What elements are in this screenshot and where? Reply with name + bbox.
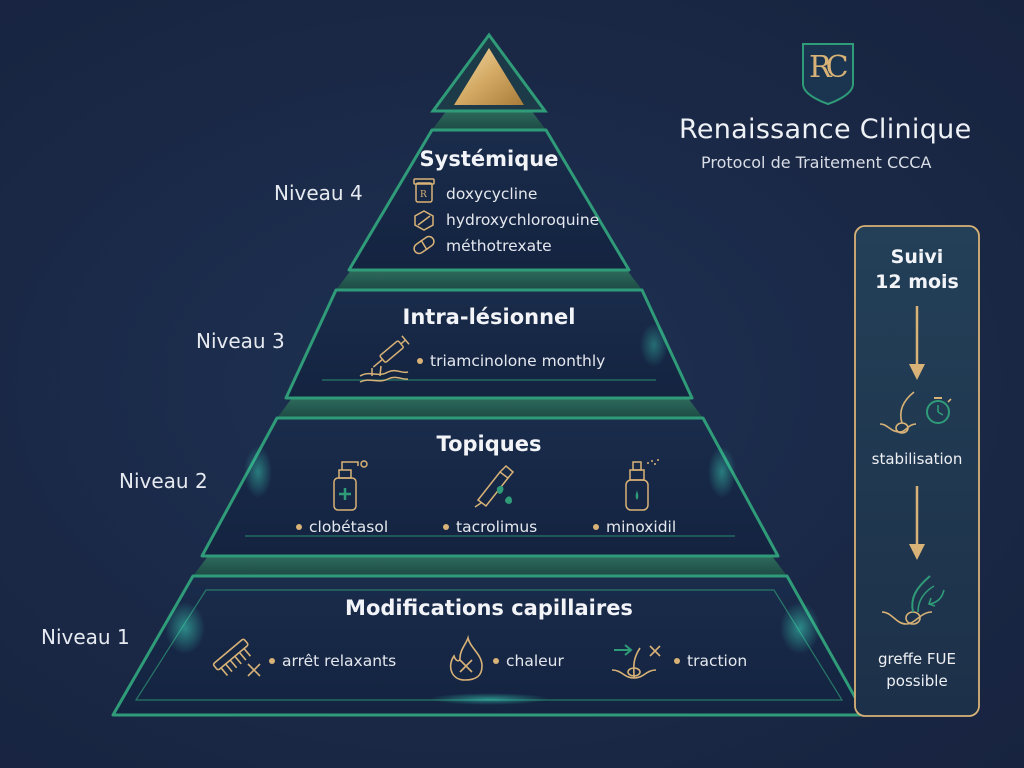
followup-title: Suivi 12 mois <box>875 245 959 295</box>
followup-step-line: greffe FUE <box>877 650 957 668</box>
clinic-name: Renaissance Clinique <box>679 114 972 145</box>
arrow-down-icon <box>909 306 925 380</box>
hair-traction-icon <box>611 644 661 679</box>
pyramid-band-2 <box>277 398 703 418</box>
level-label-2: Niveau 2 <box>119 469 208 493</box>
level-label-3: Niveau 3 <box>196 329 285 353</box>
followup-step-label: stabilisation <box>871 450 963 468</box>
logo-letters: RC <box>809 50 848 85</box>
item-label: arrêt relaxants <box>282 652 397 670</box>
level-label-1: Niveau 1 <box>41 625 130 649</box>
hair-follicle-stopwatch-icon <box>879 391 952 434</box>
tier-1-title: Modifications capillaires <box>345 596 633 620</box>
pyramid-band-top <box>432 110 546 130</box>
tier-4-item: doxycycline <box>446 185 538 203</box>
hair-graft-icon <box>881 575 945 625</box>
tier-1-item: arrêt relaxants <box>269 652 396 670</box>
followup-title-line: Suivi <box>890 246 944 268</box>
clinic-logo <box>802 43 854 106</box>
flame-cross-icon <box>449 634 483 681</box>
item-label: tacrolimus <box>456 518 538 536</box>
followup-step-line: possible <box>886 672 948 690</box>
followup-step-label: greffe FUE possible <box>878 648 956 692</box>
tier-1-item: chaleur <box>493 652 564 670</box>
pyramid-apex <box>430 32 548 113</box>
item-label: chaleur <box>506 652 564 670</box>
ointment-tube-icon <box>474 464 515 508</box>
followup-title-line: 12 mois <box>875 271 959 293</box>
pyramid-tier-4 <box>347 128 631 272</box>
bullet-dot <box>269 657 275 664</box>
pyramid-tier-3 <box>284 288 694 400</box>
comb-cross-icon <box>212 638 261 677</box>
mist-bottle-icon <box>625 459 659 511</box>
tier-2-item: clobétasol <box>296 518 388 536</box>
capsule-icon <box>413 235 435 255</box>
item-label: minoxidil <box>606 518 677 536</box>
arrow-down-icon <box>909 486 925 560</box>
tier-2-item: minoxidil <box>593 518 676 536</box>
protocol-subtitle: Protocol de Traitement CCCA <box>701 153 932 172</box>
pyramid-band-1 <box>193 556 787 576</box>
level-label-4: Niveau 4 <box>274 181 363 205</box>
tier-3-item: triamcinolone monthly <box>417 352 605 370</box>
pyramid-tier-2 <box>200 416 780 558</box>
bullet-dot <box>493 657 499 664</box>
prescription-bottle-icon: R <box>413 178 435 203</box>
svg-text:R: R <box>420 190 427 200</box>
pyramid-band-3 <box>336 270 642 290</box>
bullet-dot <box>296 523 302 530</box>
spray-bottle-icon <box>333 460 368 511</box>
syringe-scalp-icon <box>359 335 410 383</box>
pyramid-tier-1 <box>111 574 867 717</box>
tier-2-title: Topiques <box>436 432 542 456</box>
bullet-dot <box>443 523 449 530</box>
item-label: triamcinolone monthly <box>430 352 606 370</box>
followup-panel <box>854 225 980 717</box>
tier-4-item: hydroxychloroquine <box>446 211 600 229</box>
tier-4-title: Systémique <box>419 147 559 171</box>
tier-4-item: méthotrexate <box>446 237 552 255</box>
tier-1-item: traction <box>674 652 747 670</box>
tier-2-item: tacrolimus <box>443 518 537 536</box>
hexagon-pill-icon <box>414 210 434 231</box>
tier-3-title: Intra-lésionnel <box>402 305 576 329</box>
bullet-dot <box>593 523 599 530</box>
item-label: traction <box>687 652 748 670</box>
bullet-dot <box>674 657 680 664</box>
bullet-dot <box>417 357 423 364</box>
item-label: clobétasol <box>309 518 389 536</box>
